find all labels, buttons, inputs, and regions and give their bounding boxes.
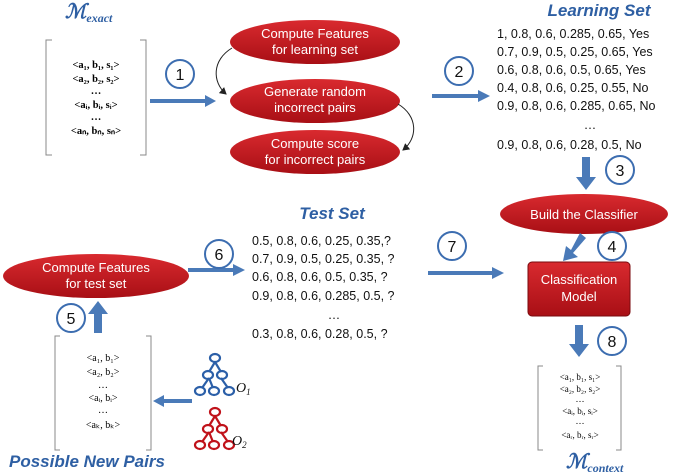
context-row: <a₂, b₂, s₂> bbox=[560, 384, 601, 394]
step-circle-6 bbox=[204, 239, 234, 269]
step-label-line: incorrect pairs bbox=[274, 100, 356, 115]
possible-new-pairs-label: Possible New Pairs bbox=[9, 452, 165, 471]
arrow-step-5 bbox=[88, 301, 108, 333]
arrow-step-1 bbox=[150, 95, 216, 107]
context-row: … bbox=[576, 416, 585, 426]
context-row: <aᵣ, bᵣ, sᵣ> bbox=[561, 430, 598, 440]
left-bracket bbox=[45, 39, 52, 156]
exact-row: <a₁, b₁, s₁> bbox=[72, 60, 119, 71]
step-circle-5 bbox=[56, 303, 86, 333]
exact-row: … bbox=[91, 86, 102, 97]
test-row: 0.5, 0.8, 0.6, 0.25, 0.35,? bbox=[252, 234, 391, 248]
left-bracket bbox=[54, 335, 60, 451]
ontology-o1-label: O1 bbox=[236, 381, 251, 397]
curve-arrow-score bbox=[397, 103, 415, 151]
test-row: 0.9, 0.8, 0.6, 0.285, 0.5, ? bbox=[252, 289, 395, 303]
new-pair-row: <a₂, b₂> bbox=[87, 367, 120, 378]
learning-row: 0.9, 0.8, 0.6, 0.28, 0.5, No bbox=[497, 138, 642, 152]
left-bracket bbox=[537, 365, 543, 451]
test-row: 0.3, 0.8, 0.6, 0.28, 0.5, ? bbox=[252, 327, 388, 341]
step-circle-4 bbox=[597, 231, 627, 261]
step-label-line: for learning set bbox=[272, 42, 358, 57]
step-label-line: for test set bbox=[66, 276, 127, 291]
test-set-rows: 0.5, 0.8, 0.6, 0.25, 0.35,? 0.7, 0.9, 0.… bbox=[252, 234, 395, 341]
m-exact-title: ℳexact bbox=[65, 1, 113, 25]
m-context-title: ℳcontext bbox=[566, 451, 624, 473]
arrow-step-2 bbox=[432, 90, 490, 102]
learning-row: 0.9, 0.8, 0.6, 0.285, 0.65, No bbox=[497, 99, 655, 113]
ontology-o1-icon bbox=[193, 352, 236, 397]
step-number-5: 5 bbox=[67, 311, 76, 328]
context-row: <aᵢ, bᵢ, sᵢ> bbox=[562, 406, 598, 416]
compute-score-step: Compute score for incorrect pairs bbox=[230, 130, 400, 174]
step-number-2: 2 bbox=[455, 64, 464, 81]
step-number-1: 1 bbox=[176, 67, 185, 84]
learning-set-title: Learning Set bbox=[548, 1, 652, 20]
exact-row: <a₂, b₂, s₂> bbox=[72, 74, 119, 85]
step-number-7: 7 bbox=[448, 239, 457, 256]
new-pair-row: … bbox=[98, 380, 108, 391]
step-circle-1 bbox=[165, 59, 195, 89]
test-row: 0.7, 0.9, 0.5, 0.25, 0.35, ? bbox=[252, 252, 395, 266]
step-number-8: 8 bbox=[608, 334, 617, 351]
learning-set-rows: 1, 0.8, 0.6, 0.285, 0.65, Yes 0.7, 0.9, … bbox=[497, 27, 655, 152]
arrow-step-8 bbox=[569, 325, 589, 357]
step-circle-7 bbox=[437, 231, 467, 261]
learning-row: … bbox=[584, 118, 597, 132]
right-bracket bbox=[616, 365, 622, 451]
arrow-step-7 bbox=[428, 267, 504, 279]
ontology-o2-label: O2 bbox=[232, 434, 247, 450]
compute-features-learning-step: Compute Features for learning set bbox=[230, 20, 400, 64]
test-row: … bbox=[328, 308, 341, 322]
arrow-step-4 bbox=[563, 233, 586, 261]
step-number-3: 3 bbox=[616, 163, 625, 180]
right-bracket bbox=[146, 335, 152, 451]
new-pair-row: <aᵢ, bᵢ> bbox=[89, 393, 118, 404]
classification-model: Classification Model bbox=[527, 261, 631, 317]
model-label-line: Model bbox=[561, 289, 597, 304]
step-number-4: 4 bbox=[608, 239, 617, 256]
learning-row: 1, 0.8, 0.6, 0.285, 0.65, Yes bbox=[497, 27, 649, 41]
right-bracket bbox=[140, 39, 147, 156]
exact-row: … bbox=[91, 112, 102, 123]
step-circle-3 bbox=[605, 155, 635, 185]
test-set-title: Test Set bbox=[299, 204, 366, 223]
exact-row: <aₙ, bₙ, sₙ> bbox=[71, 126, 121, 137]
step-label-line: for incorrect pairs bbox=[265, 152, 366, 167]
step-label-line: Compute Features bbox=[42, 260, 150, 275]
model-label-line: Classification bbox=[541, 272, 618, 287]
arrow-step-6 bbox=[188, 264, 245, 276]
step-label-line: Compute score bbox=[271, 136, 359, 151]
learning-row: 0.4, 0.8, 0.6, 0.25, 0.55, No bbox=[497, 81, 649, 95]
new-pairs-set: <a₁, b₁> <a₂, b₂> … <aᵢ, bᵢ> … <aₖ, bₖ> bbox=[54, 335, 152, 451]
context-row: … bbox=[576, 394, 585, 404]
exact-row: <aᵢ, bᵢ, sᵢ> bbox=[74, 100, 117, 111]
build-classifier-step: Build the Classifier bbox=[500, 194, 668, 234]
step-label-line: Generate random bbox=[264, 84, 366, 99]
new-pair-row: <a₁, b₁> bbox=[87, 353, 120, 364]
step-label: Build the Classifier bbox=[530, 207, 638, 222]
learning-row: 0.6, 0.8, 0.6, 0.5, 0.65, Yes bbox=[497, 63, 646, 77]
m-context-set: <a₁, b₁, s₁> <a₂, b₂, s₂> … <aᵢ, bᵢ, sᵢ>… bbox=[537, 365, 622, 451]
generate-random-pairs-step: Generate random incorrect pairs bbox=[230, 79, 400, 123]
test-row: 0.6, 0.8, 0.6, 0.5, 0.35, ? bbox=[252, 270, 388, 284]
new-pair-row: … bbox=[98, 405, 108, 416]
learning-row: 0.7, 0.9, 0.5, 0.25, 0.65, Yes bbox=[497, 45, 653, 59]
m-exact-set: <a₁, b₁, s₁> <a₂, b₂, s₂> … <aᵢ, bᵢ, sᵢ>… bbox=[45, 39, 147, 156]
step-circle-8 bbox=[597, 326, 627, 356]
ontology-o2-icon bbox=[193, 406, 236, 451]
new-pair-row: <aₖ, bₖ> bbox=[86, 420, 121, 431]
arrow-step-3 bbox=[576, 157, 596, 190]
arrow-ontologies-to-pairs bbox=[153, 395, 192, 407]
curve-arrow-learning bbox=[215, 47, 233, 95]
step-number-6: 6 bbox=[215, 247, 224, 264]
step-circle-2 bbox=[444, 56, 474, 86]
compute-features-test-step: Compute Features for test set bbox=[3, 254, 189, 298]
context-row: <a₁, b₁, s₁> bbox=[560, 372, 601, 382]
step-label-line: Compute Features bbox=[261, 26, 369, 41]
